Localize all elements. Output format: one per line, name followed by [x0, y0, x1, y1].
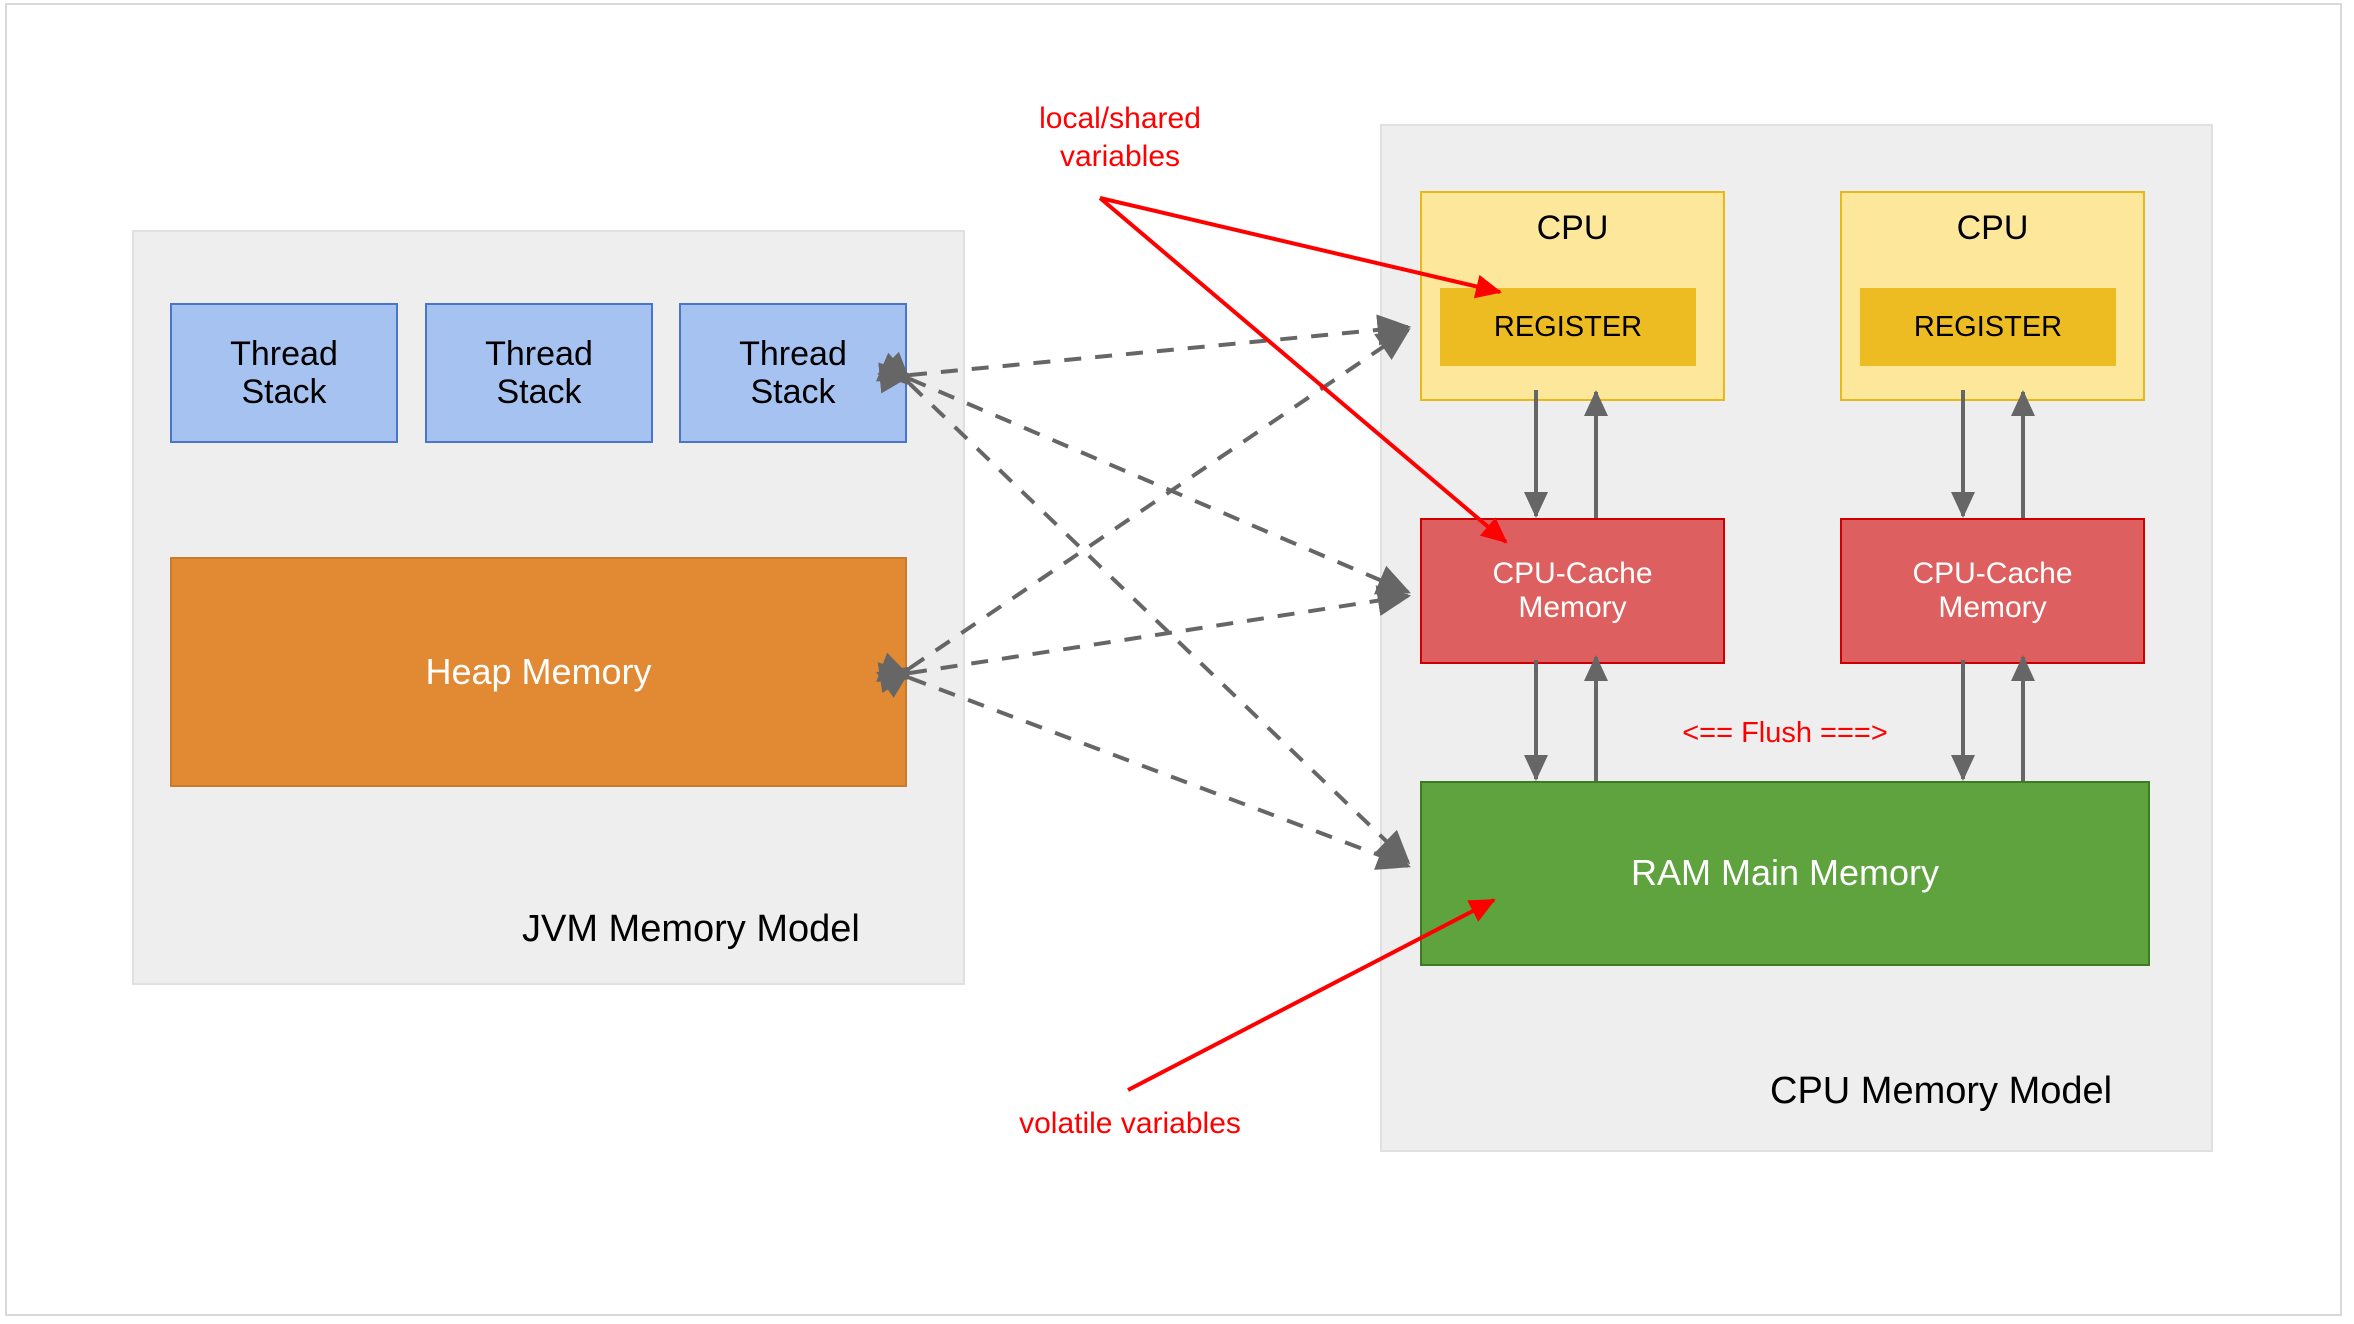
heap-memory-box[interactable]: Heap Memory: [170, 557, 907, 787]
ram-main-memory-box[interactable]: RAM Main Memory: [1420, 781, 2150, 966]
annotation-volatile-variables: volatile variables: [1019, 1107, 1241, 1140]
cpu-memory-model-label: CPU Memory Model: [1770, 1070, 2113, 1112]
jvm-memory-model-label: JVM Memory Model: [522, 908, 860, 950]
annotation-local-shared-variables: local/shared variables: [1039, 102, 1201, 173]
cpu-cache-memory-box-2[interactable]: CPU-Cache Memory: [1840, 518, 2145, 664]
cpu-cache-memory-box-1[interactable]: CPU-Cache Memory: [1420, 518, 1725, 664]
thread-stack-box-2[interactable]: Thread Stack: [425, 303, 653, 443]
annotation-flush: <== Flush ===>: [1682, 717, 1888, 749]
register-box-2[interactable]: REGISTER: [1860, 288, 2116, 366]
thread-stack-box-1[interactable]: Thread Stack: [170, 303, 398, 443]
register-box-1[interactable]: REGISTER: [1440, 288, 1696, 366]
thread-stack-box-3[interactable]: Thread Stack: [679, 303, 907, 443]
